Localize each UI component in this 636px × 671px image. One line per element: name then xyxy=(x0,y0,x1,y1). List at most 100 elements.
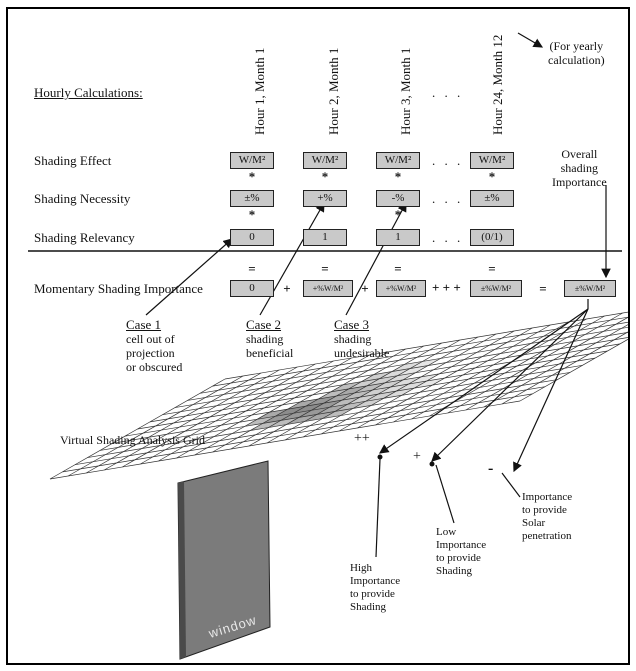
grid-cell-shade xyxy=(390,376,422,387)
grid-cell-shade xyxy=(353,398,384,409)
grid-cell-shade xyxy=(372,379,404,390)
grid-dot xyxy=(429,461,435,467)
op-equals-final: = xyxy=(539,281,547,296)
op-plus: + xyxy=(283,281,291,296)
op-plus: + xyxy=(361,281,369,296)
ellipsis: . . . xyxy=(432,153,464,168)
grid-cell-shade xyxy=(262,413,294,424)
cell-momentary-3: +%W/M² xyxy=(376,280,426,297)
cell-momentary-4: ±%W/M² xyxy=(470,280,522,297)
grid-line xyxy=(49,400,521,480)
yearly-arrow xyxy=(517,32,544,48)
grid-cell-shade xyxy=(322,408,354,419)
grid-line xyxy=(501,331,628,405)
op-plus-plus-plus: + + + xyxy=(432,280,461,295)
grid-cell-shade xyxy=(336,385,367,396)
grid-cell-shade xyxy=(348,378,380,389)
grid-cell-shade xyxy=(378,384,409,395)
cell-effect-4: W/M² xyxy=(470,152,514,169)
annotation-low: Low Importance to provide Shading xyxy=(436,526,487,577)
grid-line xyxy=(162,337,628,416)
window-edge xyxy=(178,481,186,659)
grid-line xyxy=(99,372,571,451)
cell-necessity-2: +% xyxy=(303,190,347,207)
grid-line xyxy=(483,324,628,408)
grid-cell-shade xyxy=(287,399,319,410)
grid-line xyxy=(187,326,628,401)
grid-cell-shade xyxy=(379,368,410,379)
grid-cell-shade xyxy=(329,397,360,408)
grid-line xyxy=(87,379,558,458)
result-to-high xyxy=(379,308,589,454)
cell-momentary-2: +%W/M² xyxy=(303,280,353,297)
grid-line xyxy=(199,321,628,394)
grid-cell-shade xyxy=(360,387,391,398)
row-label-shading-effect: Shading Effect xyxy=(34,153,112,168)
grid-cell-shade xyxy=(280,410,312,421)
grid-cell-shade xyxy=(354,382,385,393)
cell-effect-3: W/M² xyxy=(376,152,420,169)
cell-overall-result: ±%W/M² xyxy=(564,280,616,297)
annotation-solar: Importance to provide Solar penetration xyxy=(522,491,573,542)
overall-importance-label: Overall shading Importance xyxy=(552,147,607,189)
window-panel xyxy=(177,460,271,660)
annotation-high: High Importance to provide Shading xyxy=(350,562,401,613)
row-label-shading-necessity: Shading Necessity xyxy=(34,191,131,206)
cell-necessity-3: -% xyxy=(376,190,420,207)
column-header-1: Hour 1, Month 1 xyxy=(252,47,267,135)
op-equals: = xyxy=(248,261,256,276)
grid-cell-shade xyxy=(391,361,423,372)
grid-cell-shade xyxy=(298,407,330,418)
grid-drawing xyxy=(28,32,628,660)
grid-line xyxy=(74,386,546,466)
op-multiply: * xyxy=(394,207,402,222)
pointer-low xyxy=(435,464,455,524)
grid-cell-shade xyxy=(361,371,392,382)
grid-cell-shade xyxy=(305,396,337,407)
grid-cell-shade xyxy=(311,400,342,411)
grid-cell-shade xyxy=(318,388,349,399)
op-equals: = xyxy=(321,261,329,276)
op-multiply: * xyxy=(321,169,329,184)
cell-effect-1: W/M² xyxy=(230,152,274,169)
grid-cell-shade xyxy=(268,417,299,428)
grid-cell-shade xyxy=(414,378,445,389)
grid-title: Virtual Shading Analysis Grid xyxy=(60,433,205,447)
grid-cell-shade xyxy=(257,409,288,420)
grid-cell-shade xyxy=(293,403,324,414)
pointer-high xyxy=(375,458,381,558)
grid-mark-high: ++ xyxy=(354,431,370,446)
case-2-text: shading beneficial xyxy=(246,332,294,360)
grid-cell-shade xyxy=(335,401,366,412)
op-multiply: * xyxy=(488,169,496,184)
grid-cell-shade xyxy=(323,393,355,404)
case-3-title: Case 3 xyxy=(334,317,370,332)
case-1-text: cell out of projection or obscured xyxy=(126,332,183,374)
grid-cell-shade xyxy=(366,375,398,386)
grid-cell-shade xyxy=(341,390,373,401)
hourly-calculations-title: Hourly Calculations: xyxy=(34,85,143,100)
grid-cell-shade xyxy=(410,358,441,369)
result-to-low xyxy=(431,308,589,462)
grid-cell-shade xyxy=(316,404,348,415)
cell-relevancy-3: 1 xyxy=(376,229,420,246)
cell-momentary-1: 0 xyxy=(230,280,274,297)
header-ellipsis: . . . xyxy=(432,85,464,100)
diagram-frame: Hourly Calculations: Hour 1, Month 1 Hou… xyxy=(6,7,630,665)
cell-relevancy-1: 0 xyxy=(230,229,274,246)
grid-cell-shade xyxy=(397,365,429,376)
column-header-3: Hour 3, Month 1 xyxy=(398,47,413,135)
case-3-arrow xyxy=(345,201,407,316)
case-2-arrow xyxy=(259,201,325,316)
ellipsis: . . . xyxy=(432,230,464,245)
grid-line xyxy=(224,311,628,380)
grid-cell-shade xyxy=(286,414,317,425)
column-header-2: Hour 2, Month 1 xyxy=(326,47,341,135)
grid-cell-shade xyxy=(347,394,379,405)
cell-effect-2: W/M² xyxy=(303,152,347,169)
ellipsis: . . . xyxy=(432,191,464,206)
case-1-arrow xyxy=(145,238,233,316)
grid-cell-shade xyxy=(365,391,397,402)
op-equals: = xyxy=(488,261,496,276)
grid-cell-shade xyxy=(330,381,362,392)
